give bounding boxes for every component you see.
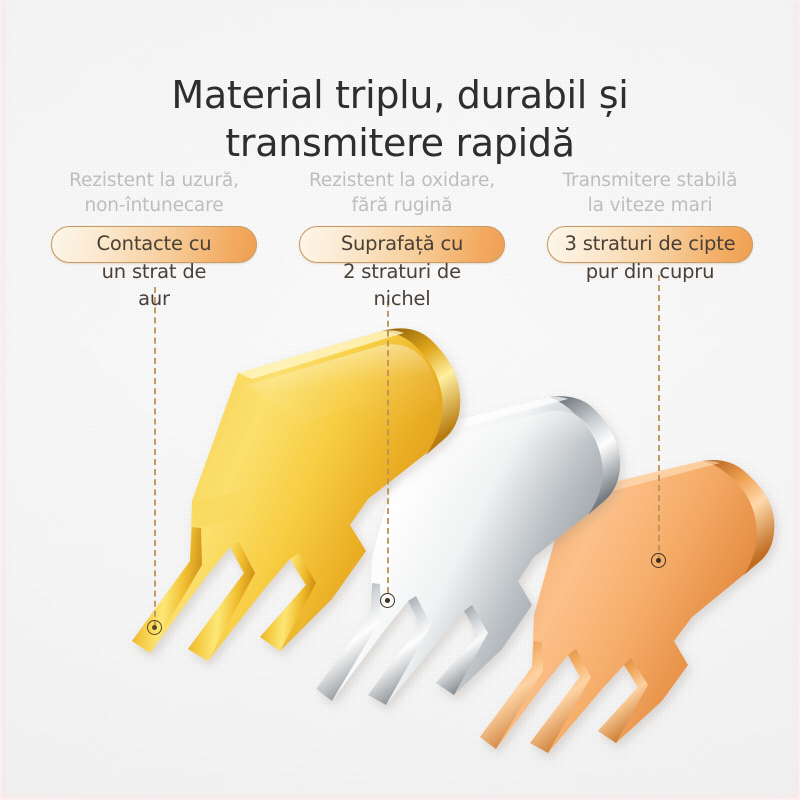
badge-gold[interactable]: Contacte cu un strat de aur <box>51 226 257 310</box>
callout-nickel: Rezistent la oxidare, fără rugină Supraf… <box>276 169 528 310</box>
page-title: Material triplu, durabil și transmitere … <box>2 72 798 166</box>
callout-subtitle-nickel: Rezistent la oxidare, fără rugină <box>308 170 496 216</box>
badge-label-gold: Contacte cu un strat de aur <box>96 232 212 311</box>
callout-group: Rezistent la uzură, non-întunecare Conta… <box>2 169 798 310</box>
callout-subtitle-copper: Transmitere stabilă la viteze mari <box>562 170 738 216</box>
leader-line-nickel <box>387 301 389 593</box>
leader-line-gold <box>154 287 156 627</box>
callout-gold: Rezistent la uzură, non-întunecare Conta… <box>28 169 280 310</box>
target-ring-icon-copper <box>651 553 666 568</box>
leader-line-copper <box>658 275 660 561</box>
badge-copper[interactable]: 3 straturi de cipte pur din cupru <box>547 226 753 283</box>
page-title-line-1: Material triplu, durabil și <box>171 73 629 118</box>
target-ring-icon-gold <box>147 620 162 635</box>
badge-nickel[interactable]: Suprafață cu 2 straturi de nichel <box>299 226 505 310</box>
target-ring-icon-nickel <box>380 593 395 608</box>
page-title-line-2: transmitere rapidă <box>225 120 575 165</box>
callout-subtitle-gold: Rezistent la uzură, non-întunecare <box>69 170 239 216</box>
badge-label-nickel: Suprafață cu 2 straturi de nichel <box>340 232 464 311</box>
badge-label-copper: 3 straturi de cipte pur din cupru <box>564 232 736 283</box>
callout-copper: Transmitere stabilă la viteze mari 3 str… <box>524 169 776 283</box>
